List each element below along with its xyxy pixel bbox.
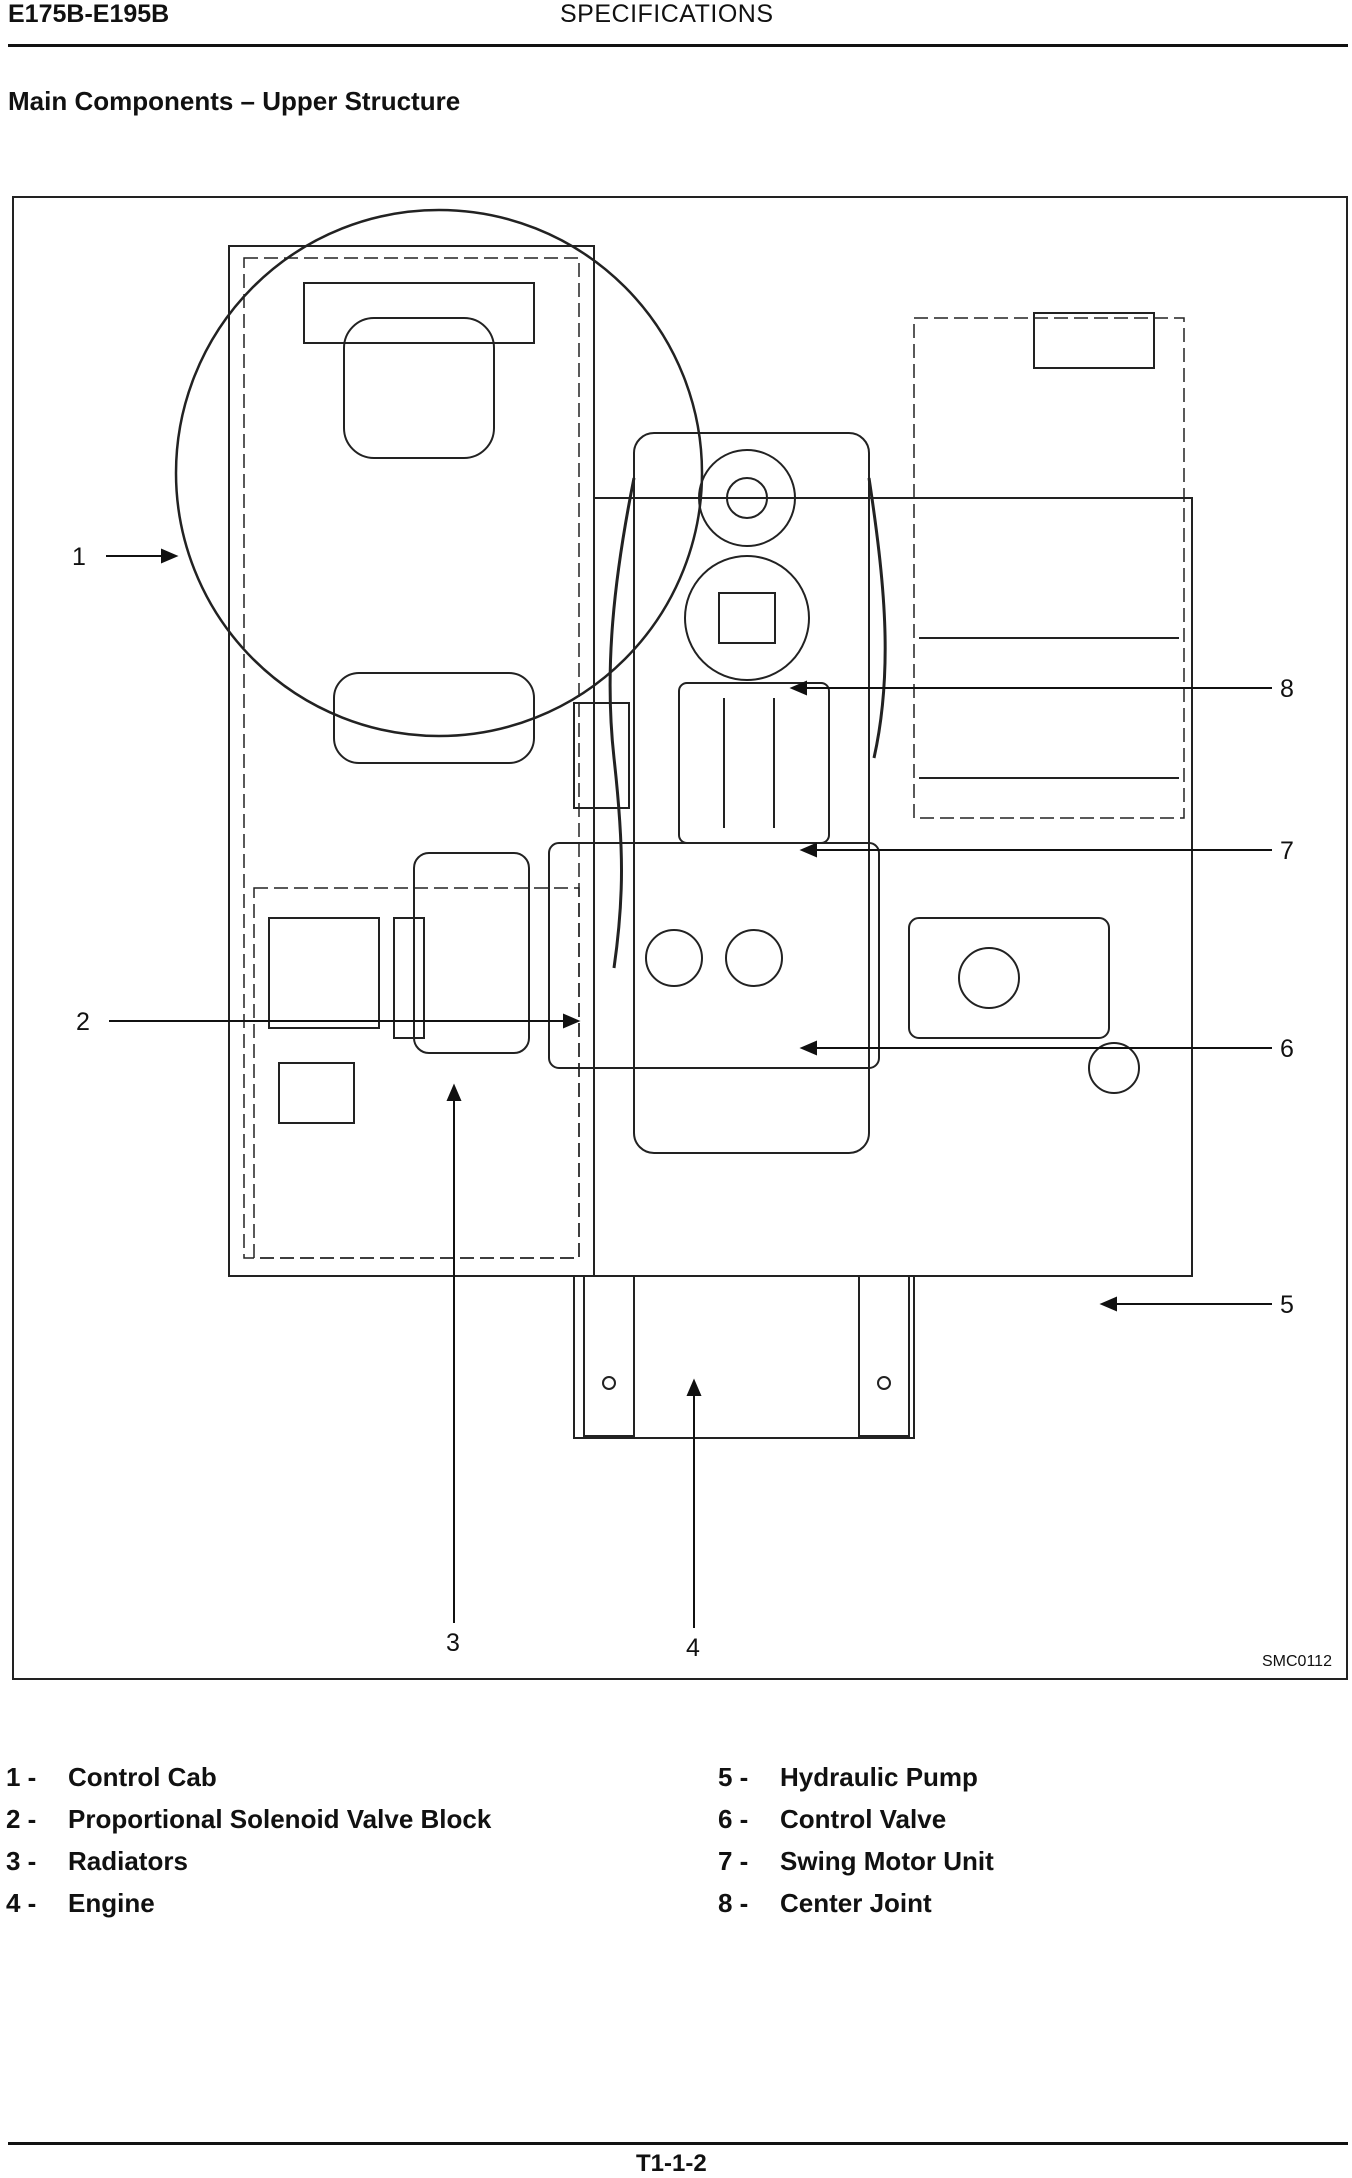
legend-label: Hydraulic Pump bbox=[780, 1762, 978, 1792]
counterweight bbox=[573, 1276, 915, 1439]
battery bbox=[268, 917, 380, 1029]
engine bbox=[548, 842, 880, 1069]
upper-structure-drawing: 1 2 3 4 5 6 7 8 SMC0112 bbox=[72, 208, 1332, 1670]
header-model: E175B-E195B bbox=[8, 0, 170, 28]
legend-item: 7 - Swing Motor Unit bbox=[718, 1846, 994, 1877]
cab-panel bbox=[333, 672, 535, 764]
inner-dashed-frame bbox=[243, 257, 580, 1259]
header-rule bbox=[8, 44, 1348, 47]
right-compartment bbox=[913, 317, 1185, 819]
callout-5: 5 bbox=[1280, 1291, 1294, 1319]
control-valve bbox=[678, 682, 830, 844]
legend-item: 3 - Radiators bbox=[6, 1846, 188, 1877]
legend-number: 1 - bbox=[6, 1762, 37, 1792]
legend-item: 4 - Engine bbox=[6, 1888, 155, 1919]
callout-8: 8 bbox=[1280, 675, 1294, 703]
swing-motor bbox=[684, 555, 810, 681]
solenoid-block bbox=[573, 702, 630, 809]
control-cab-circle bbox=[174, 208, 704, 738]
callout-6: 6 bbox=[1280, 1035, 1294, 1063]
footer-rule bbox=[8, 2142, 1348, 2145]
legend-item: 6 - Control Valve bbox=[718, 1804, 946, 1835]
radiator bbox=[413, 852, 530, 1054]
legend-item: 5 - Hydraulic Pump bbox=[718, 1762, 978, 1793]
legend-item: 1 - Control Cab bbox=[6, 1762, 217, 1793]
legend-label: Swing Motor Unit bbox=[780, 1846, 994, 1876]
legend-number: 4 - bbox=[6, 1888, 37, 1918]
callout-7: 7 bbox=[1280, 837, 1294, 865]
page-number: T1-1-2 bbox=[636, 2150, 707, 2177]
legend-label: Control Cab bbox=[68, 1762, 217, 1792]
legend-label: Engine bbox=[68, 1888, 155, 1918]
legend-number: 6 - bbox=[718, 1804, 749, 1834]
legend-label: Center Joint bbox=[780, 1888, 932, 1918]
right-frame bbox=[594, 497, 1193, 1277]
legend-number: 8 - bbox=[718, 1888, 749, 1918]
legend-number: 7 - bbox=[718, 1846, 749, 1876]
callout-4: 4 bbox=[686, 1634, 700, 1662]
legend-label: Proportional Solenoid Valve Block bbox=[68, 1804, 492, 1834]
legend-number: 5 - bbox=[718, 1762, 749, 1792]
legend-item: 2 - Proportional Solenoid Valve Block bbox=[6, 1804, 491, 1835]
legend-label: Control Valve bbox=[780, 1804, 947, 1834]
callout-1: 1 bbox=[72, 543, 86, 571]
tank bbox=[1033, 312, 1155, 369]
radiator-compartment bbox=[253, 887, 580, 1259]
legend-number: 2 - bbox=[6, 1804, 37, 1834]
legend-label: Radiators bbox=[68, 1846, 188, 1876]
seat bbox=[343, 317, 495, 459]
callout-2: 2 bbox=[76, 1008, 90, 1036]
legend-item: 8 - Center Joint bbox=[718, 1888, 932, 1919]
console bbox=[303, 282, 535, 344]
legend-number: 3 - bbox=[6, 1846, 37, 1876]
figure-code: SMC0112 bbox=[1262, 1653, 1332, 1670]
upper-structure-figure: 1 2 3 4 5 6 7 8 SMC0112 bbox=[12, 196, 1348, 1680]
header-section: SPECIFICATIONS bbox=[560, 0, 774, 28]
cab-frame bbox=[228, 245, 595, 1277]
hydraulic-pump bbox=[908, 917, 1110, 1039]
callout-3: 3 bbox=[446, 1629, 460, 1657]
page-title: Main Components – Upper Structure bbox=[8, 86, 461, 116]
center-joint bbox=[698, 449, 796, 547]
center-deck bbox=[633, 432, 870, 1154]
